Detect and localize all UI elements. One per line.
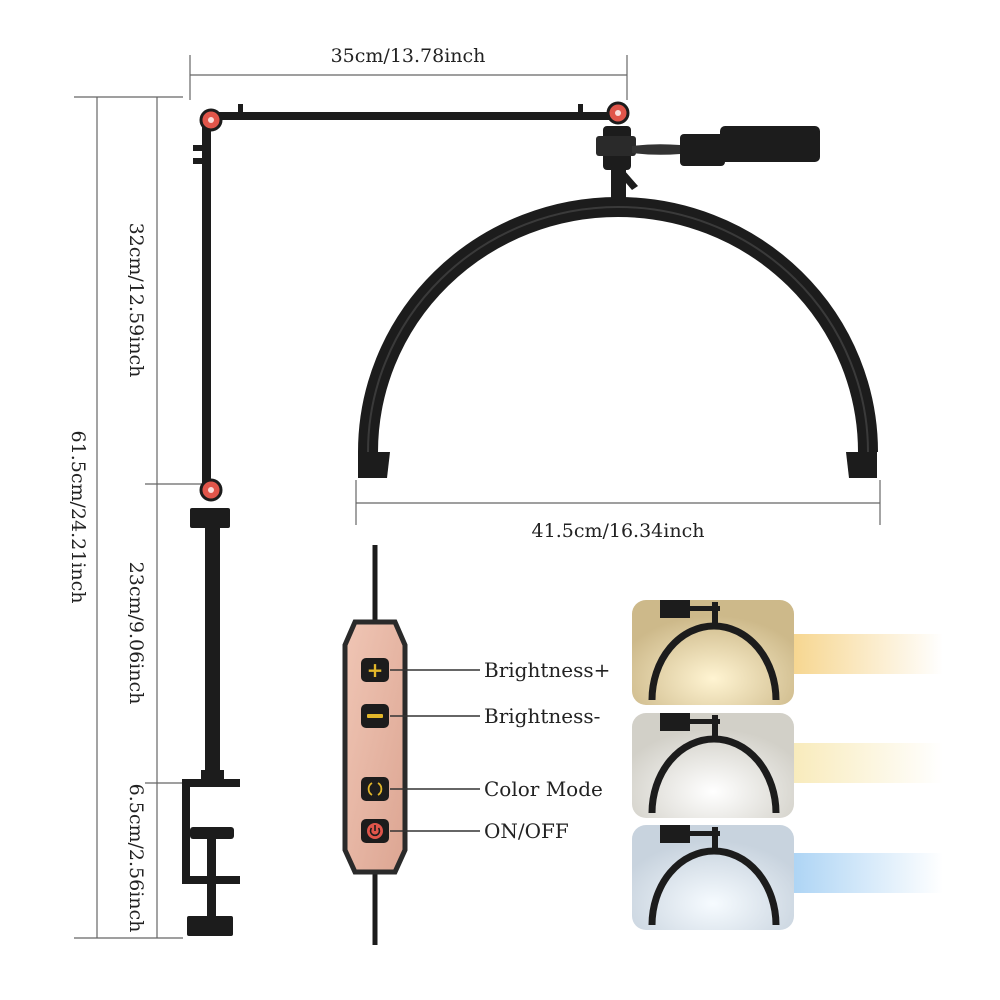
clamp-knob-top <box>190 827 234 839</box>
phone-holder <box>720 126 820 162</box>
beam-cool <box>793 853 943 893</box>
lamp-stand <box>182 101 878 936</box>
panel-cool <box>632 825 794 930</box>
dimension-segments: 32cm/12.59inch 23cm/9.06inch 6.5cm/2.56i… <box>125 97 210 938</box>
color-preview-cool <box>632 825 943 930</box>
top-arm <box>205 112 620 120</box>
brightness-down-button[interactable] <box>361 704 389 728</box>
beam-warm <box>793 634 943 674</box>
color-mode-icon <box>367 782 383 796</box>
color-mode-button[interactable] <box>361 777 389 801</box>
color-preview-neutral <box>632 713 943 818</box>
beam-neutral <box>793 743 943 783</box>
arc-end-right <box>846 452 877 478</box>
dimension-total-height: 61.5cm/24.21inch <box>67 96 183 939</box>
pole-collar <box>190 508 230 528</box>
plus-icon: + <box>367 658 384 682</box>
clamp-knob-bottom <box>187 916 233 936</box>
brightness-up-button[interactable]: + <box>361 658 389 682</box>
minus-icon <box>367 714 383 718</box>
brightness-up-label: Brightness+ <box>484 658 610 682</box>
power-icon <box>369 825 381 837</box>
pole <box>205 528 220 780</box>
pole-height-label: 23cm/9.06inch <box>125 562 147 705</box>
total-height-label: 61.5cm/24.21inch <box>67 431 89 604</box>
clamp-height-label: 6.5cm/2.56inch <box>125 784 147 933</box>
upper-arm <box>202 118 211 490</box>
color-preview-warm <box>632 600 943 705</box>
dimension-lamp-width: 41.5cm/16.34inch <box>355 480 881 542</box>
phone-holder-joint <box>680 134 725 166</box>
controller-body <box>342 619 408 875</box>
inline-controller: + Brightness+ Brightness- Color Mode ON/… <box>342 545 610 945</box>
clamp-screw <box>207 838 216 918</box>
upper-arm-height-label: 32cm/12.59inch <box>125 223 147 378</box>
dimension-top-arm: 35cm/13.78inch <box>189 45 628 100</box>
panel-warm <box>632 600 794 705</box>
on-off-label: ON/OFF <box>484 819 569 843</box>
color-mode-label: Color Mode <box>484 777 603 801</box>
power-button[interactable] <box>361 819 389 843</box>
top-arm-width-label: 35cm/13.78inch <box>331 45 486 67</box>
arc-end-left <box>358 452 390 478</box>
lamp-width-label: 41.5cm/16.34inch <box>532 520 705 542</box>
brightness-down-label: Brightness- <box>484 704 600 728</box>
panel-neutral <box>632 713 794 818</box>
color-mode-previews <box>632 600 943 930</box>
half-moon-light <box>358 197 878 453</box>
